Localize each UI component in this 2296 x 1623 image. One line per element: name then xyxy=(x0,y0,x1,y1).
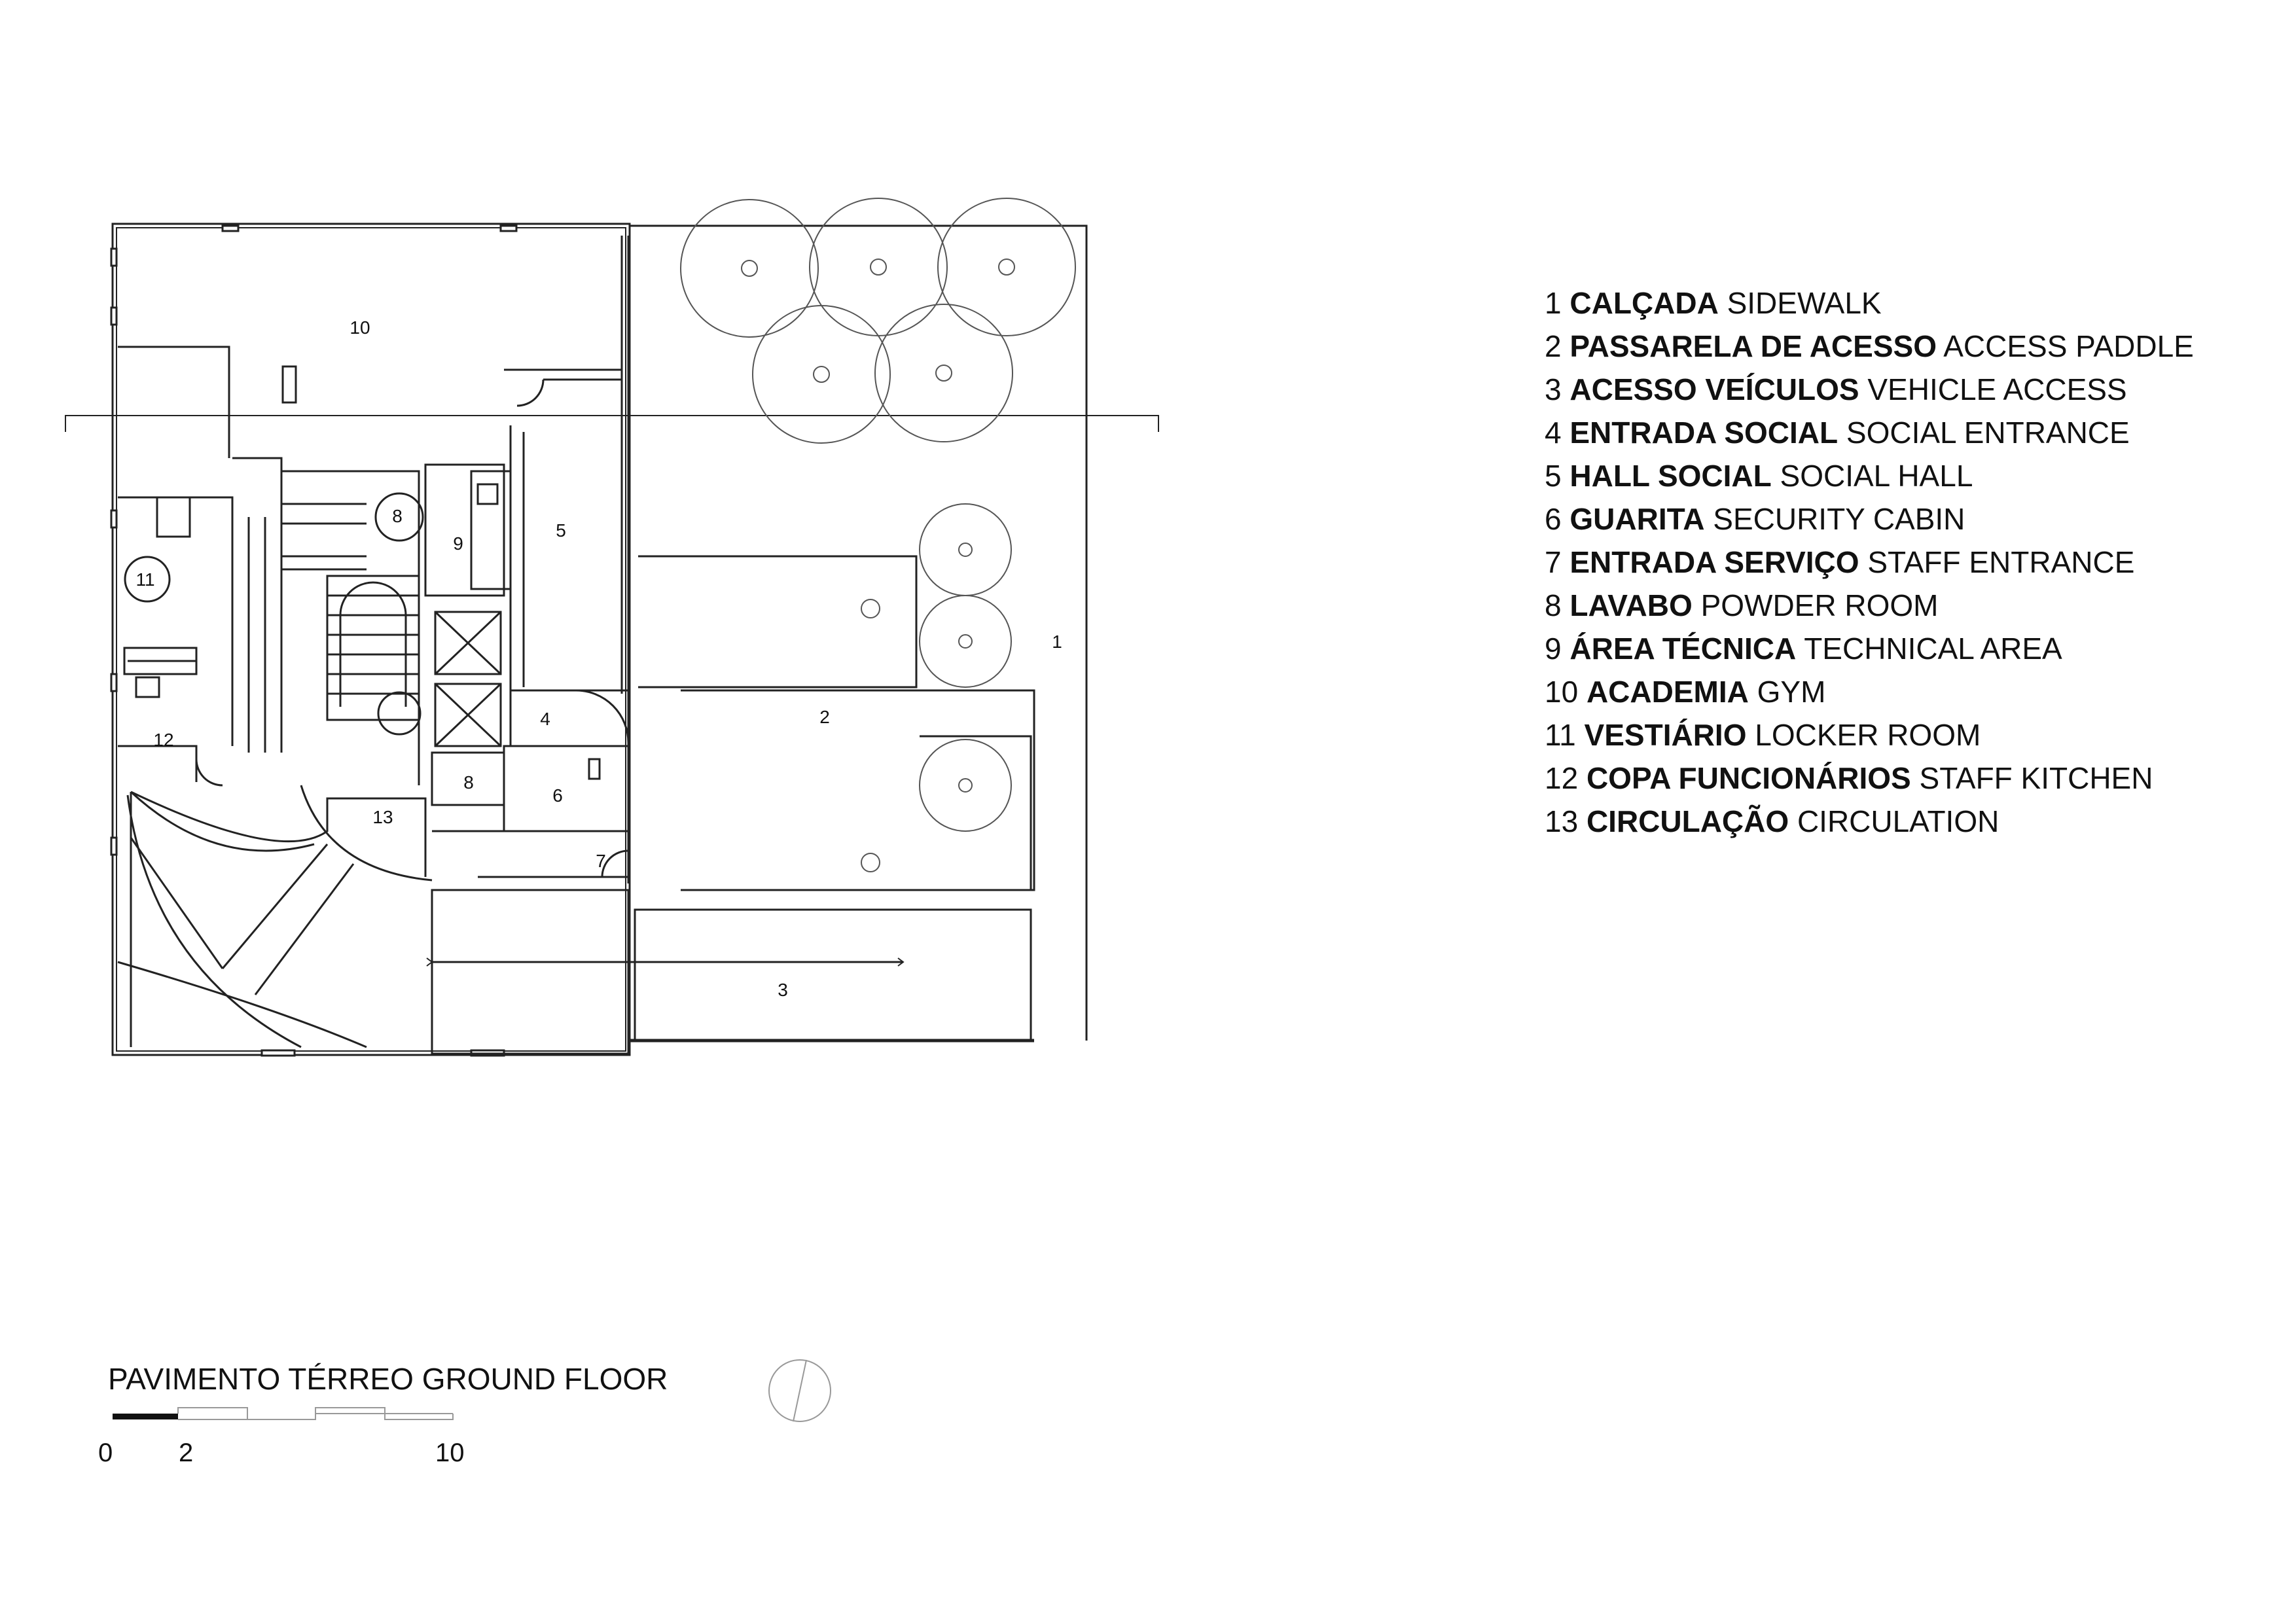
room-label-9: 9 xyxy=(453,533,463,554)
legend-num: 10 xyxy=(1545,675,1579,709)
room-label-4: 4 xyxy=(540,709,550,729)
room-label-1: 1 xyxy=(1052,632,1062,652)
scale-label-0: 0 xyxy=(98,1438,113,1467)
legend-pt: ACADEMIA xyxy=(1586,675,1749,709)
legend-pt: GUARITA xyxy=(1570,502,1705,536)
legend-item: 2 PASSARELA DE ACESSO ACCESS PADDLE xyxy=(1545,331,2265,361)
scale-label-10: 10 xyxy=(435,1438,465,1467)
legend-num: 7 xyxy=(1545,545,1562,579)
room-label-11: 11 xyxy=(135,569,154,590)
legend-pt: COPA FUNCIONÁRIOS xyxy=(1586,761,1911,795)
legend-en: TECHNICAL AREA xyxy=(1804,632,2062,666)
legend-en: ACCESS PADDLE xyxy=(1943,329,2194,363)
legend-num: 11 xyxy=(1545,718,1576,752)
legend-en: GYM xyxy=(1757,675,1826,709)
legend-item: 8 LAVABO POWDER ROOM xyxy=(1545,590,2265,620)
legend-pt: CALÇADA xyxy=(1570,286,1719,320)
legend-en: CIRCULATION xyxy=(1797,804,2000,838)
legend-pt: CIRCULAÇÃO xyxy=(1586,804,1789,838)
tree xyxy=(937,198,1076,336)
legend: 1 CALÇADA SIDEWALK 2 PASSARELA DE ACESSO… xyxy=(1545,288,2265,849)
section-line xyxy=(65,415,1159,432)
drawing-title: PAVIMENTO TÉRREO GROUND FLOOR xyxy=(108,1361,668,1397)
title-pt: PAVIMENTO TÉRREO xyxy=(108,1362,414,1396)
legend-pt: PASSARELA DE ACESSO xyxy=(1570,329,1937,363)
legend-num: 1 xyxy=(1545,286,1562,320)
legend-en: STAFF KITCHEN xyxy=(1919,761,2153,795)
legend-num: 12 xyxy=(1545,761,1579,795)
room-label-7: 7 xyxy=(596,851,606,871)
legend-en: VEHICLE ACCESS xyxy=(1867,372,2127,406)
legend-num: 13 xyxy=(1545,804,1579,838)
tree xyxy=(809,198,948,336)
room-label-12: 12 xyxy=(153,730,173,750)
legend-pt: ENTRADA SOCIAL xyxy=(1570,416,1839,450)
legend-item: 9 ÁREA TÉCNICA TECHNICAL AREA xyxy=(1545,633,2265,664)
legend-item: 4 ENTRADA SOCIAL SOCIAL ENTRANCE xyxy=(1545,418,2265,448)
tree xyxy=(919,739,1012,832)
legend-num: 2 xyxy=(1545,329,1562,363)
room-label-3: 3 xyxy=(778,980,788,1000)
legend-en: SIDEWALK xyxy=(1727,286,1882,320)
legend-pt: VESTIÁRIO xyxy=(1584,718,1747,752)
legend-num: 8 xyxy=(1545,588,1562,622)
room-label-8-upper: 8 xyxy=(392,506,403,526)
scale-label-2: 2 xyxy=(179,1438,194,1467)
legend-num: 4 xyxy=(1545,416,1562,450)
legend-pt: LAVABO xyxy=(1570,588,1693,622)
stair xyxy=(326,575,420,721)
legend-item: 1 CALÇADA SIDEWALK xyxy=(1545,288,2265,318)
room-label-8-lower: 8 xyxy=(463,772,474,793)
legend-item: 13 CIRCULAÇÃO CIRCULATION xyxy=(1545,806,2265,836)
legend-num: 6 xyxy=(1545,502,1562,536)
legend-item: 11 VESTIÁRIO LOCKER ROOM xyxy=(1545,720,2265,750)
legend-item: 10 ACADEMIA GYM xyxy=(1545,677,2265,707)
legend-en: SECURITY CABIN xyxy=(1713,502,1965,536)
curved-wall xyxy=(300,785,433,882)
legend-item: 12 COPA FUNCIONÁRIOS STAFF KITCHEN xyxy=(1545,763,2265,793)
legend-en: POWDER ROOM xyxy=(1700,588,1939,622)
elevator-2 xyxy=(434,683,502,747)
legend-item: 6 GUARITA SECURITY CABIN xyxy=(1545,504,2265,534)
title-en: GROUND FLOOR xyxy=(422,1362,668,1396)
legend-en: SOCIAL ENTRANCE xyxy=(1846,416,2130,450)
legend-item: 3 ACESSO VEÍCULOS VEHICLE ACCESS xyxy=(1545,374,2265,404)
tree xyxy=(919,595,1012,688)
legend-en: STAFF ENTRANCE xyxy=(1867,545,2135,579)
tree xyxy=(752,305,891,444)
tree xyxy=(874,304,1013,442)
north-arrow-icon xyxy=(768,1359,831,1422)
room-label-6: 6 xyxy=(552,785,563,806)
room-label-5: 5 xyxy=(556,520,566,541)
tree xyxy=(919,503,1012,596)
legend-pt: ACESSO VEÍCULOS xyxy=(1570,372,1859,406)
legend-num: 9 xyxy=(1545,632,1562,666)
legend-num: 3 xyxy=(1545,372,1562,406)
legend-pt: ENTRADA SERVIÇO xyxy=(1570,545,1859,579)
legend-pt: ÁREA TÉCNICA xyxy=(1570,632,1797,666)
room-label-2: 2 xyxy=(819,707,830,727)
legend-en: SOCIAL HALL xyxy=(1780,459,1973,493)
legend-num: 5 xyxy=(1545,459,1562,493)
scale-bar xyxy=(113,1407,454,1420)
tree xyxy=(680,199,819,338)
legend-en: LOCKER ROOM xyxy=(1755,718,1981,752)
room-label-13: 13 xyxy=(372,807,393,827)
building-outline xyxy=(111,223,631,1056)
room-label-10: 10 xyxy=(350,317,370,338)
legend-item: 7 ENTRADA SERVIÇO STAFF ENTRANCE xyxy=(1545,547,2265,577)
legend-item: 5 HALL SOCIAL SOCIAL HALL xyxy=(1545,461,2265,491)
elevator-1 xyxy=(434,611,502,675)
legend-pt: HALL SOCIAL xyxy=(1570,459,1772,493)
